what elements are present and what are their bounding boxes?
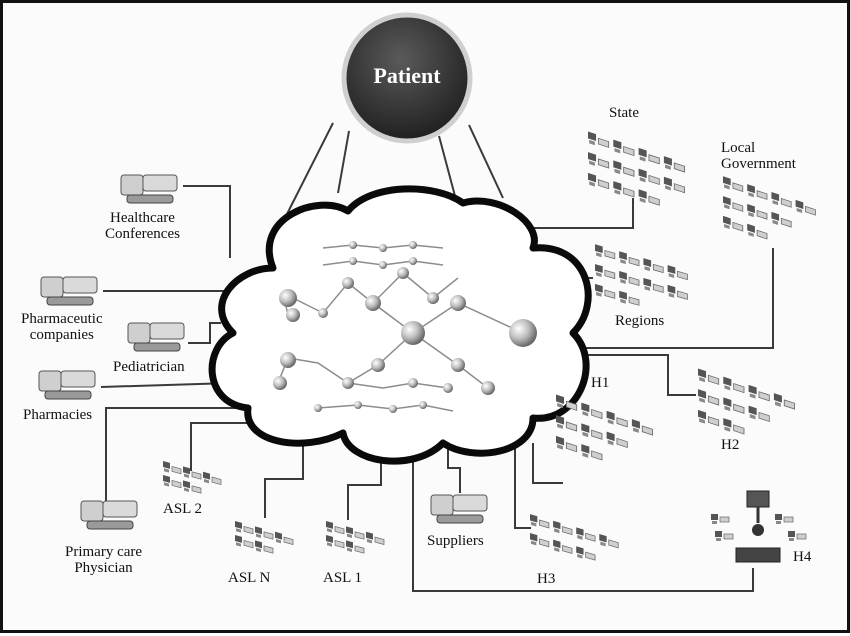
office-cluster-asln [234, 520, 294, 556]
office-cluster-regions [594, 243, 688, 308]
office-cluster-local-government [722, 175, 816, 242]
patient-node [341, 12, 473, 144]
workstation-icon-healthcare-conferences [120, 174, 178, 204]
patient-label: Patient [373, 63, 441, 88]
workstation-icon-primary-care [80, 500, 138, 530]
office-cluster-asl1 [325, 520, 385, 556]
label-suppliers: Suppliers [427, 533, 484, 549]
label-h2: H2 [721, 437, 740, 453]
label-asln: ASL N [228, 570, 271, 586]
molecule-atoms [273, 241, 537, 413]
workstation-icon-pediatrician [127, 322, 185, 352]
server-hub-h4 [710, 490, 807, 563]
label-pharmacies: Pharmacies [23, 407, 93, 423]
connection-lines [100, 122, 774, 592]
label-asl2: ASL 2 [163, 501, 203, 517]
office-cluster-state [587, 131, 686, 208]
label-asl1: ASL 1 [323, 570, 363, 586]
label-regions: Regions [615, 313, 665, 329]
network-cloud [208, 185, 592, 465]
label-h4: H4 [793, 549, 812, 565]
label-h1: H1 [591, 375, 610, 391]
workstation-icon-suppliers [430, 494, 488, 524]
diagram-canvas [38, 12, 816, 592]
label-local-government: Local Government [721, 140, 796, 172]
workstation-icon-pharmacies [38, 370, 96, 400]
label-healthcare-conferences: Healthcare Conferences [105, 210, 180, 242]
office-cluster-h1 [555, 394, 654, 463]
label-state: State [609, 105, 639, 121]
office-cluster-h2 [697, 368, 796, 437]
label-primary-care-physician: Primary care Physician [65, 544, 143, 576]
label-h3: H3 [537, 571, 556, 587]
label-pharmaceutic-companies: Pharmaceutic companies [21, 311, 103, 343]
office-cluster-h3 [529, 513, 619, 563]
label-pediatrician: Pediatrician [113, 359, 185, 375]
workstation-icon-pharmaceutic-companies [40, 276, 98, 306]
